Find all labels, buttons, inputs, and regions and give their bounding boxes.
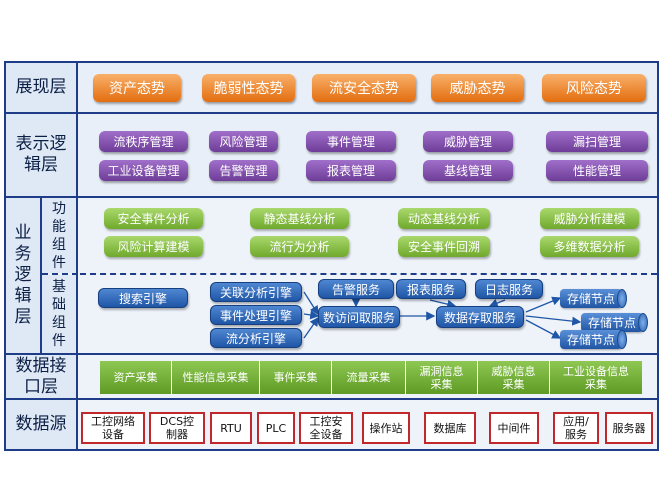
component-divider	[80, 273, 657, 275]
separator	[4, 196, 659, 198]
functional-item: 静态基线分析	[250, 208, 349, 229]
report-service-box: 报表服务	[396, 279, 466, 299]
logic-item: 流秩序管理	[99, 131, 188, 152]
association-engine-box: 关联分析引擎	[210, 282, 302, 302]
storage-node-label: 存储节点	[566, 292, 615, 306]
interface-item: 资产采集	[100, 361, 172, 394]
functional-item: 威胁分析建模	[540, 208, 639, 229]
storage-service-box: 数据存取服务	[436, 306, 524, 328]
functional-item: 安全事件回溯	[398, 236, 490, 257]
functional-item: 流行为分析	[250, 236, 349, 257]
separator	[4, 112, 659, 114]
interface-item: 威胁信息采集	[478, 361, 550, 394]
logic-item: 告警管理	[209, 160, 278, 181]
storage-node-cap	[617, 289, 627, 308]
layer-label-data-interface: 数据接口层	[6, 355, 78, 398]
functional-item: 安全事件分析	[104, 208, 203, 229]
interface-item: 事件采集	[260, 361, 332, 394]
search-engine-box: 搜索引擎	[98, 288, 188, 308]
logic-item: 威胁管理	[423, 131, 513, 152]
layer-label-business: 业务逻辑层	[6, 198, 42, 353]
logic-item: 漏扫管理	[546, 131, 648, 152]
presentation-item: 资产态势	[93, 74, 181, 102]
source-item: 服务器	[605, 412, 653, 444]
layer-label-data-source: 数据源	[6, 400, 78, 449]
flow-engine-box: 流分析引擎	[210, 328, 302, 348]
source-item: RTU	[210, 412, 252, 444]
source-item: 工控网络设备	[81, 412, 145, 444]
logic-item: 基线管理	[423, 160, 513, 181]
functional-item: 多维数据分析	[540, 236, 639, 257]
logic-item: 性能管理	[546, 160, 648, 181]
logic-item: 工业设备管理	[99, 160, 188, 181]
storage-node: 存储节点	[560, 289, 627, 308]
presentation-item: 风险态势	[542, 74, 646, 102]
source-item: 数据库	[424, 412, 476, 444]
source-item: PLC	[257, 412, 295, 444]
log-service-box: 日志服务	[475, 279, 543, 299]
interface-item: 流量采集	[332, 361, 406, 394]
layer-label-presentation: 展现层	[6, 63, 78, 112]
source-item: 中间件	[489, 412, 539, 444]
interface-item: 漏洞信息采集	[406, 361, 478, 394]
functional-item: 风险计算建模	[104, 236, 203, 257]
functional-item: 动态基线分析	[398, 208, 490, 229]
presentation-item: 威胁态势	[431, 74, 524, 102]
separator	[4, 353, 659, 355]
layer-label-basic: 基础组件	[42, 275, 78, 353]
source-item: 操作站	[362, 412, 410, 444]
storage-node: 存储节点	[560, 330, 627, 349]
event-engine-box: 事件处理引擎	[210, 305, 302, 325]
layer-label-logic: 表示逻辑层	[6, 114, 78, 196]
interface-item: 工业设备信息采集	[550, 361, 642, 394]
source-item: DCS控制器	[149, 412, 205, 444]
component-divider	[42, 273, 78, 275]
presentation-item: 脆弱性态势	[202, 74, 295, 102]
presentation-item: 流安全态势	[312, 74, 416, 102]
logic-item: 报表管理	[306, 160, 396, 181]
source-item: 应用/服务	[553, 412, 599, 444]
logic-item: 风险管理	[209, 131, 278, 152]
logic-row	[78, 114, 657, 196]
source-item: 工控安全设备	[299, 412, 353, 444]
separator	[4, 398, 659, 400]
storage-node-cap	[638, 313, 648, 332]
access-service-box: 数访问取服务	[318, 306, 400, 328]
storage-node-cap	[617, 330, 627, 349]
storage-node-label: 存储节点	[566, 333, 615, 347]
storage-node-label: 存储节点	[587, 316, 636, 330]
alert-service-box: 告警服务	[318, 279, 394, 299]
storage-node: 存储节点	[581, 313, 648, 332]
layer-label-functional: 功能组件	[42, 198, 78, 273]
interface-item: 性能信息采集	[172, 361, 260, 394]
logic-item: 事件管理	[306, 131, 396, 152]
